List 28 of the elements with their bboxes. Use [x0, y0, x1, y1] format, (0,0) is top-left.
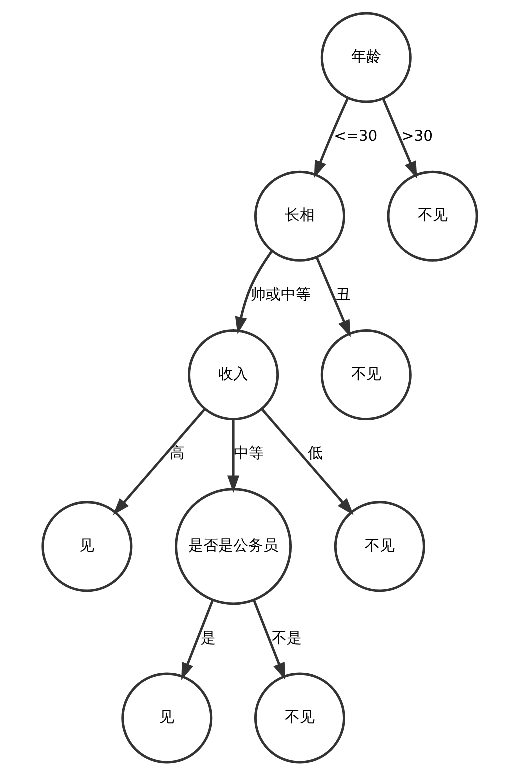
- edge-label: 不是: [272, 630, 302, 647]
- node-circle: 长相: [254, 170, 346, 262]
- edge-label: <=30: [334, 128, 378, 145]
- edge-label: 高: [170, 445, 186, 462]
- edge-label: 丑: [336, 286, 352, 304]
- node-circle: 不见: [320, 330, 412, 421]
- arrow: [228, 419, 240, 494]
- arrow: [314, 98, 350, 178]
- arrow: [382, 98, 418, 179]
- node-circle: 不见: [334, 501, 426, 592]
- arrow: [316, 256, 351, 338]
- edge-label: >30: [402, 128, 433, 145]
- edge-label: 中等: [234, 445, 264, 462]
- node-circle: 见: [122, 672, 213, 764]
- edge-label: 帅或中等: [250, 286, 311, 304]
- node-circle: 收入: [188, 330, 280, 421]
- node-circle: 见: [42, 501, 133, 592]
- arrow: [182, 600, 214, 680]
- node-circle: 年龄: [320, 12, 412, 104]
- arrow: [261, 408, 354, 516]
- node-circle: 不见: [387, 170, 478, 262]
- arrow: [113, 408, 206, 516]
- arrow: [253, 600, 286, 680]
- node-circle: 不见: [254, 672, 346, 764]
- edge-label: 是: [200, 630, 216, 647]
- arrow: [235, 250, 274, 334]
- edge-label: 低: [308, 445, 323, 462]
- node-circle: 是否是公务员: [175, 488, 292, 606]
